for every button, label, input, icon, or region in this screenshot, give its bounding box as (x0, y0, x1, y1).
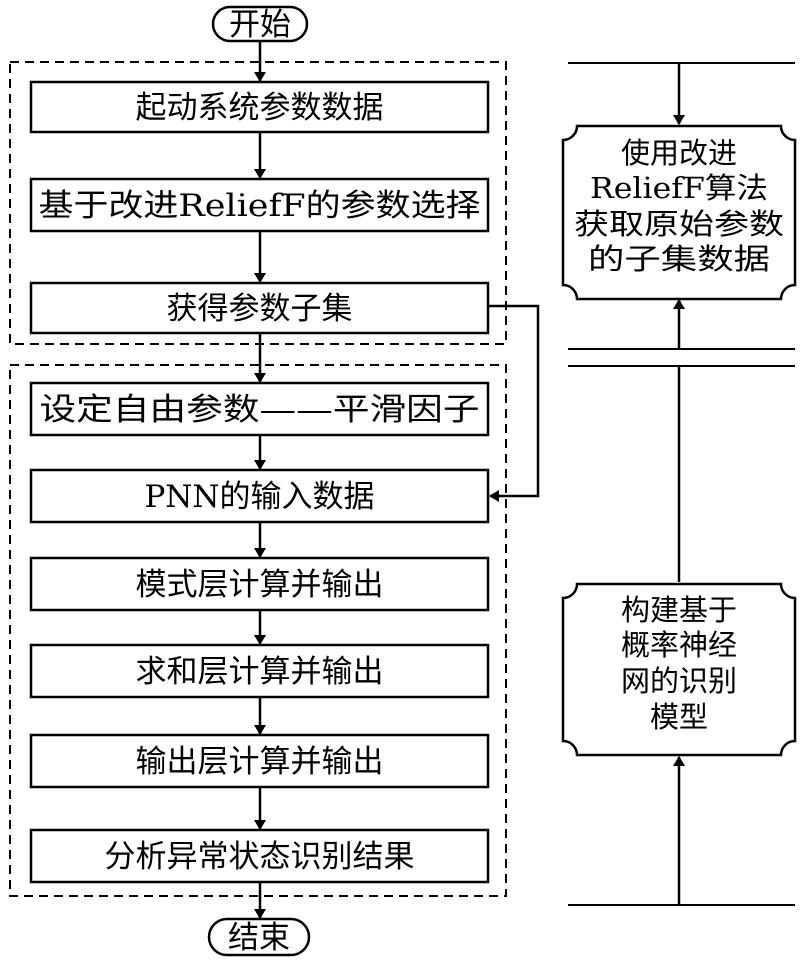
end-terminal: 结束 (207, 917, 311, 957)
step-4: 设定自由参数——平滑因子 (29, 381, 490, 437)
end-label: 结束 (228, 920, 290, 956)
start-terminal: 开始 (211, 5, 309, 43)
step-6: 模式层计算并输出 (29, 556, 490, 612)
step-2-label: 基于改进ReliefF的参数选择 (39, 188, 481, 224)
side-bottom-line-2: 概率神经 (621, 628, 737, 662)
side-box-relieff: 使用改进 ReliefF算法 获取原始参数 的子集数据 (561, 124, 797, 301)
step-2: 基于改进ReliefF的参数选择 (29, 177, 490, 233)
step-8: 输出层计算并输出 (29, 733, 490, 789)
step-7-label: 求和层计算并输出 (136, 654, 384, 690)
step-4-label: 设定自由参数——平滑因子 (40, 392, 480, 428)
side-top-line-1: 使用改进 (621, 136, 737, 170)
step-3-label: 获得参数子集 (167, 291, 353, 327)
group-pnn (9, 364, 507, 897)
step-5: PNN的输入数据 (29, 468, 490, 524)
side-bottom-line-3: 网的识别 (621, 664, 737, 698)
side-box-pnn-model: 构建基于 概率神经 网的识别 模型 (561, 582, 797, 757)
group-feature-selection (9, 61, 507, 345)
step-6-label: 模式层计算并输出 (136, 567, 384, 603)
step-8-label: 输出层计算并输出 (136, 744, 384, 780)
step-9: 分析异常状态识别结果 (29, 828, 490, 884)
step-1: 起动系统参数数据 (29, 80, 490, 134)
step-7: 求和层计算并输出 (29, 643, 490, 699)
side-top-line-2: ReliefF算法 (590, 171, 768, 205)
step-5-label: PNN的输入数据 (144, 479, 374, 515)
step-3: 获得参数子集 (29, 281, 490, 335)
subset-to-pnn-connector (488, 304, 540, 502)
start-label: 开始 (229, 7, 291, 43)
side-top-line-3: 获取原始参数 (574, 207, 784, 241)
step-1-label: 起动系统参数数据 (136, 90, 384, 126)
side-bars (568, 62, 795, 906)
side-bottom-line-4: 模型 (650, 700, 708, 734)
step-9-label: 分析异常状态识别结果 (105, 839, 415, 875)
side-top-line-4: 的子集数据 (588, 242, 770, 276)
side-bottom-line-1: 构建基于 (621, 593, 737, 627)
